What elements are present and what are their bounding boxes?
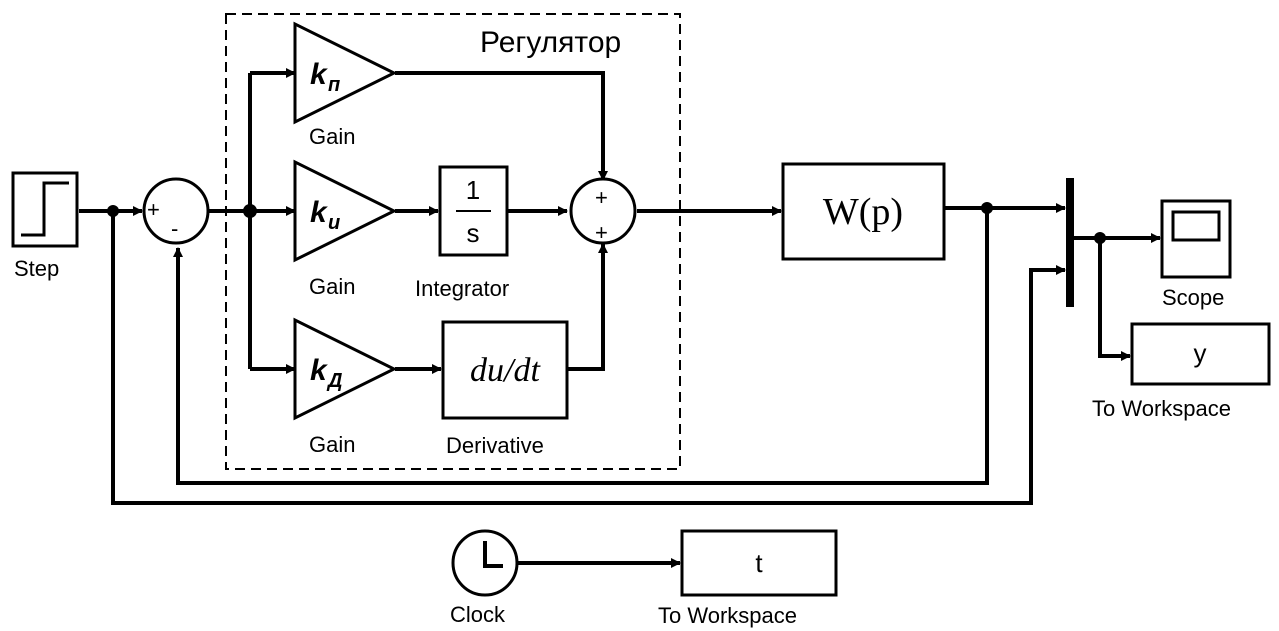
gain-i-k: k <box>310 196 328 229</box>
sum-block-controller[interactable]: + + <box>569 177 637 245</box>
scope-label: Scope <box>1162 285 1224 310</box>
derivative-expression: du/dt <box>470 352 541 389</box>
plant-transfer-function: W(p) <box>823 191 903 233</box>
gain-block-d[interactable]: k Д <box>293 317 398 421</box>
gain-d-label: Gain <box>309 432 355 457</box>
to-workspace-y-label: To Workspace <box>1092 396 1231 421</box>
derivative-block[interactable]: du/dt <box>441 320 569 420</box>
gain-block-p[interactable]: k п <box>293 21 398 125</box>
gain-i-label: Gain <box>309 274 355 299</box>
step-block[interactable] <box>11 171 79 248</box>
integrator-label: Integrator <box>415 276 509 301</box>
scope-block[interactable] <box>1160 199 1232 279</box>
sum2-plus-top: + <box>595 185 608 210</box>
gain-d-k: k <box>310 354 328 387</box>
integrator-denominator: s <box>467 218 480 248</box>
derivative-label: Derivative <box>446 433 544 458</box>
gain-p-label: Gain <box>309 124 355 149</box>
gain-i-sub: и <box>328 212 340 234</box>
branch-point <box>107 205 119 217</box>
to-workspace-t-label: To Workspace <box>658 603 797 628</box>
branch-point <box>243 204 257 218</box>
controller-title: Регулятор <box>480 26 621 59</box>
scope-screen-icon <box>1171 210 1221 242</box>
sum-block-error[interactable]: + - <box>142 177 210 245</box>
sum2-plus-bottom: + <box>595 220 608 245</box>
to-workspace-t-block[interactable]: t <box>680 529 838 597</box>
clock-icon <box>483 541 503 568</box>
gain-block-i[interactable]: k и <box>293 159 398 263</box>
clock-label: Clock <box>450 602 506 627</box>
signal-lines <box>79 68 1161 568</box>
integrator-block[interactable]: 1 s <box>438 165 509 257</box>
gain-d-sub: Д <box>326 370 342 392</box>
mux-block[interactable] <box>1066 178 1074 307</box>
branch-point <box>981 202 993 214</box>
branch-point <box>1094 232 1106 244</box>
step-label: Step <box>14 256 59 281</box>
plant-block[interactable]: W(p) <box>781 162 946 261</box>
sum1-plus: + <box>147 197 160 222</box>
gain-p-k: k <box>310 58 328 91</box>
integrator-numerator: 1 <box>466 175 480 205</box>
controller-boundary <box>225 13 681 470</box>
gain-p-sub: п <box>328 74 340 96</box>
clock-block[interactable] <box>451 529 519 597</box>
step-icon <box>21 181 69 237</box>
to-workspace-y-block[interactable]: y <box>1130 322 1271 386</box>
to-workspace-y-var: y <box>1194 338 1207 368</box>
sum1-minus: - <box>171 216 178 241</box>
to-workspace-t-var: t <box>755 548 763 578</box>
